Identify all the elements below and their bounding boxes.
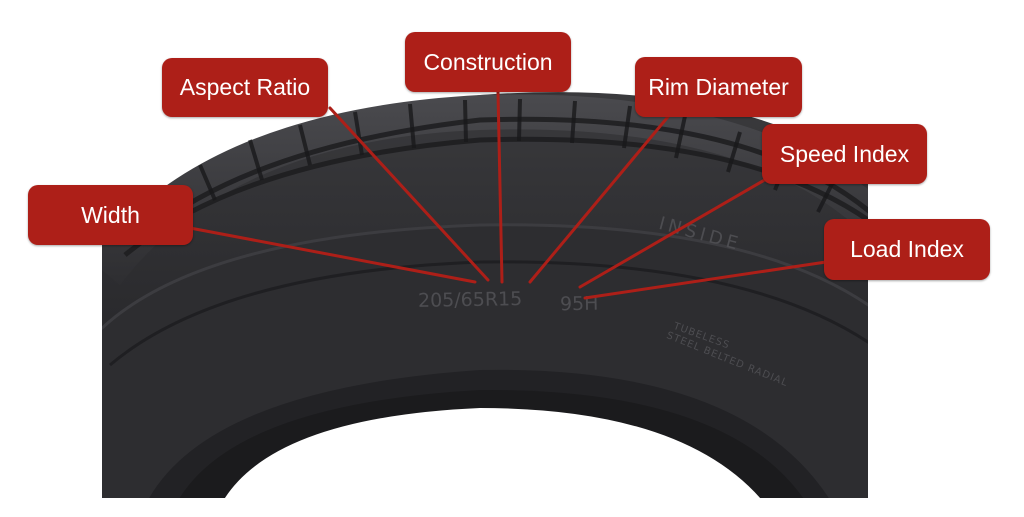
rim-diameter-label: Rim Diameter — [635, 57, 802, 117]
aspect-ratio-leader-line — [328, 106, 490, 282]
aspect-ratio-label: Aspect Ratio — [162, 58, 328, 117]
rim-diameter-leader-line — [528, 110, 674, 284]
width-leader-line — [188, 226, 477, 284]
speed-index-label: Speed Index — [762, 124, 927, 184]
construction-label: Construction — [405, 32, 571, 92]
load-index-leader-line — [583, 260, 828, 300]
load-index-label: Load Index — [824, 219, 990, 280]
speed-index-leader-line — [578, 176, 770, 289]
width-label: Width — [28, 185, 193, 245]
callout-lines — [188, 90, 828, 300]
tire-size-code: 205/65R15 — [418, 288, 523, 312]
construction-leader-line — [496, 90, 504, 284]
tire-photo — [102, 92, 868, 498]
